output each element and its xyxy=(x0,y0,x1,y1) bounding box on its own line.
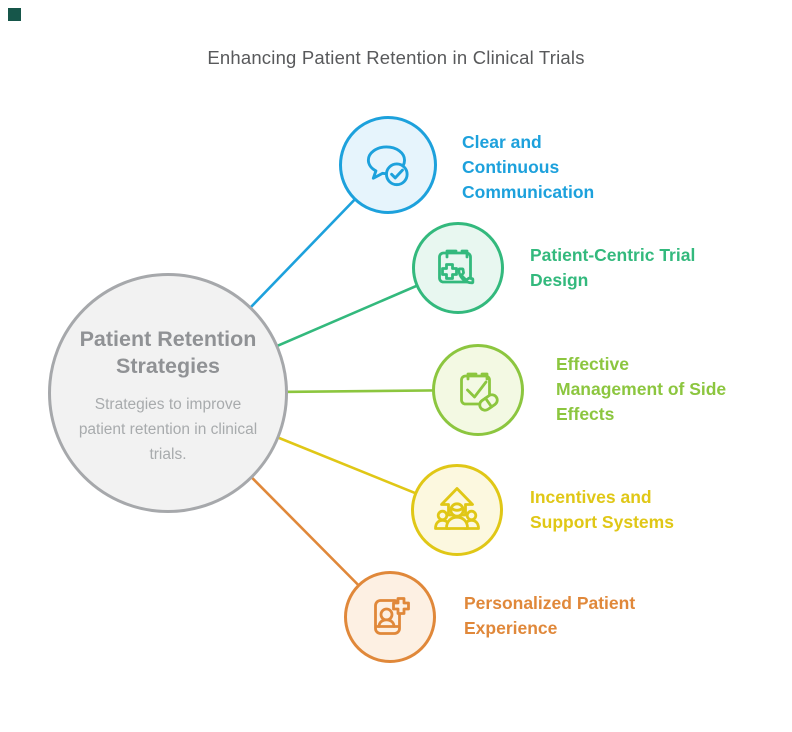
node-label-line: Effects xyxy=(556,404,615,424)
node-label-line: Communication xyxy=(462,182,595,202)
node-label-communication: Clear and Continuous Communication xyxy=(462,130,594,205)
node-circle-side-effects xyxy=(432,344,524,436)
brand-mark xyxy=(8,8,21,21)
central-node-description: Strategies to improve patient retention … xyxy=(78,396,258,463)
chat-check-icon xyxy=(366,145,409,187)
calendar-phone-icon xyxy=(438,249,475,285)
central-node-title: Patient Retention Strategies xyxy=(79,327,257,378)
node-circle-communication xyxy=(339,116,437,214)
node-circle-trial-design xyxy=(412,222,504,314)
node-label-line: Personalized Patient xyxy=(464,593,636,613)
node-label-line: Experience xyxy=(464,618,558,638)
node-label-trial-design: Patient-Centric Trial Design xyxy=(530,243,695,293)
page-title: Enhancing Patient Retention in Clinical … xyxy=(207,47,585,68)
checklist-pill-icon xyxy=(460,372,499,412)
node-label-line: Patient-Centric Trial xyxy=(530,245,696,265)
people-growth-icon xyxy=(434,487,480,530)
patient-card-icon xyxy=(374,597,410,635)
node-label-line: Management of Side xyxy=(556,379,727,399)
node-circle-incentives xyxy=(411,464,503,556)
node-label-incentives: Incentives and Support Systems xyxy=(530,485,674,535)
node-label-personalized-experience: Personalized Patient Experience xyxy=(464,591,635,641)
node-label-line: Clear and xyxy=(462,132,542,152)
node-circle-personalized-experience xyxy=(344,571,436,663)
node-label-side-effects: Effective Management of Side Effects xyxy=(556,352,726,427)
node-label-line: Design xyxy=(530,270,589,290)
node-label-line: Effective xyxy=(556,354,629,374)
central-node: Patient Retention Strategies Strategies … xyxy=(48,273,288,513)
node-label-line: Continuous xyxy=(462,157,560,177)
node-label-line: Support Systems xyxy=(530,512,674,532)
node-label-line: Incentives and xyxy=(530,487,652,507)
